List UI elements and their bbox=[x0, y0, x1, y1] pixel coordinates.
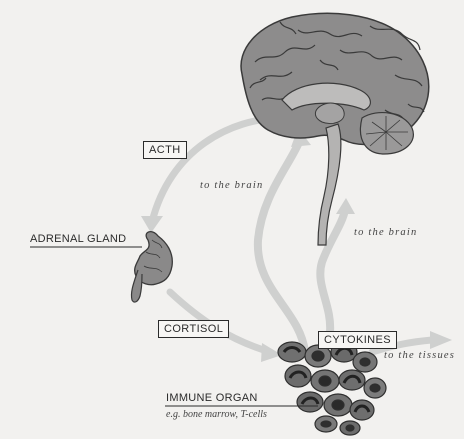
immune-cell bbox=[340, 421, 360, 435]
to-the-brain-right-label: to the brain bbox=[354, 227, 417, 238]
to-the-tissues-label: to the tissues bbox=[384, 350, 455, 361]
brain-illustration bbox=[241, 13, 429, 245]
cortisol-label: CORTISOL bbox=[158, 320, 229, 338]
immune-cell bbox=[311, 370, 339, 392]
cytokines-label: CYTOKINES bbox=[318, 331, 397, 349]
arrowhead-adrenal bbox=[141, 216, 163, 233]
adrenal-gland-illustration bbox=[131, 232, 172, 302]
immune-cell bbox=[364, 378, 386, 398]
immune-cell bbox=[324, 394, 352, 416]
immune-cell bbox=[353, 352, 377, 372]
immune-cell bbox=[350, 400, 374, 420]
to-the-brain-left-label: to the brain bbox=[200, 180, 263, 191]
arrowhead-brain-right bbox=[336, 198, 355, 214]
immune-cell bbox=[339, 370, 365, 390]
arrow-immune-to-brain-left bbox=[258, 140, 305, 352]
immune-organ-label: IMMUNE ORGAN bbox=[166, 392, 258, 404]
immune-organ-examples-label: e.g. bone marrow, T-cells bbox=[166, 409, 267, 420]
adrenal-gland-label: ADRENAL GLAND bbox=[30, 233, 126, 245]
thalamus bbox=[315, 103, 344, 123]
immune-cell bbox=[297, 392, 323, 412]
immune-cell bbox=[315, 416, 337, 432]
acth-label: ACTH bbox=[143, 141, 187, 159]
immune-cell bbox=[278, 342, 306, 362]
immune-cell bbox=[285, 365, 311, 387]
immune-cells bbox=[278, 342, 386, 435]
arrowhead-tissues bbox=[430, 331, 452, 349]
